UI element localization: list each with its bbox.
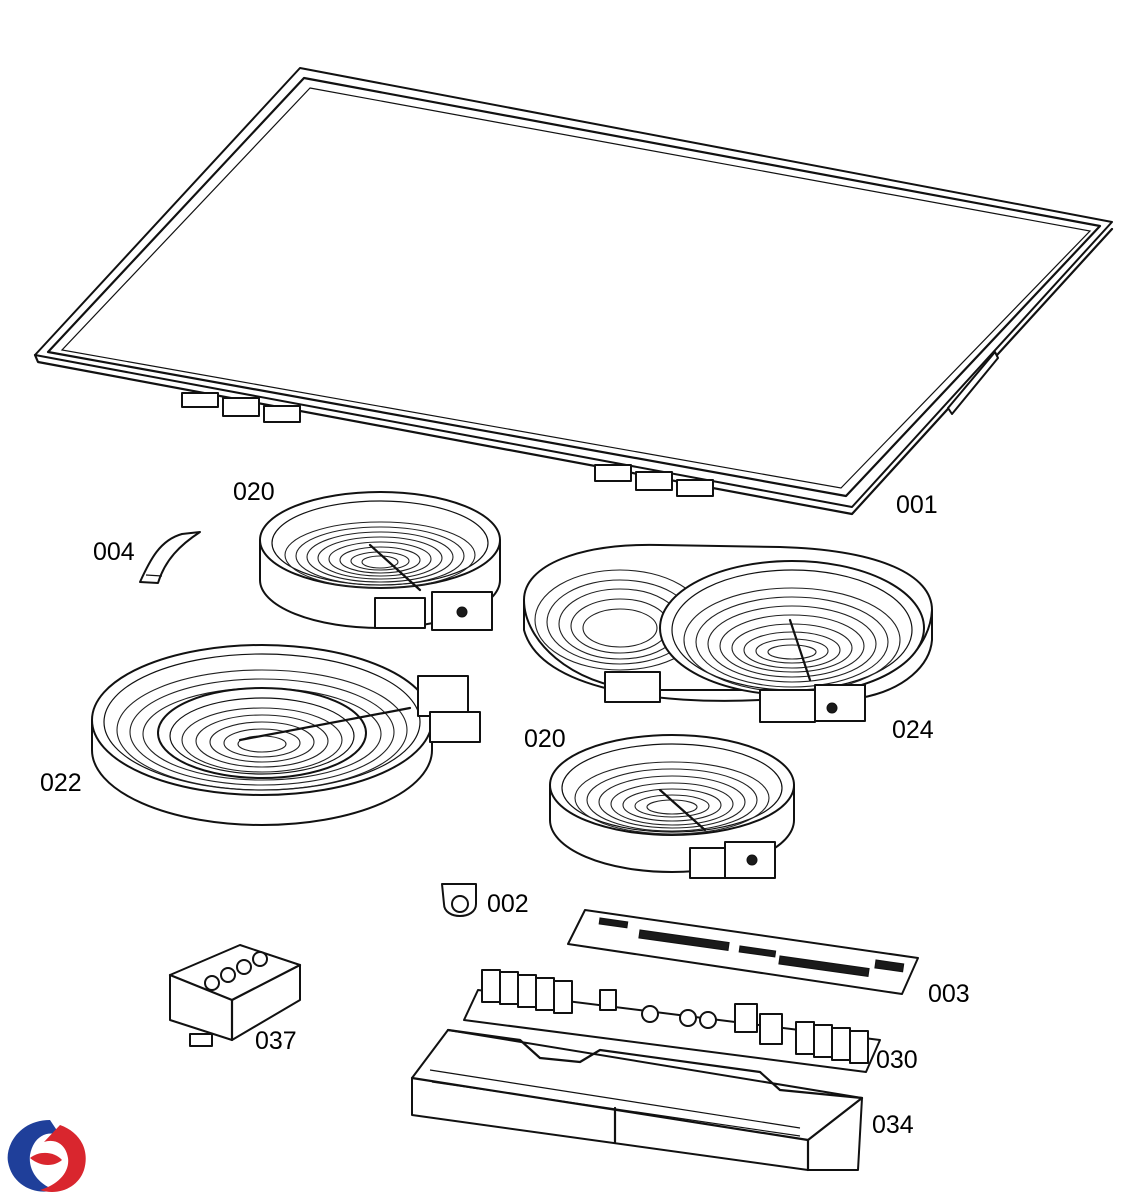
part-label-020-bottom: 020 <box>524 725 566 753</box>
part-label-003: 003 <box>928 980 970 1008</box>
retaining-clip <box>441 883 477 917</box>
display-control-board <box>567 909 919 995</box>
radiant-heater-bottom <box>549 734 795 879</box>
part-label-034: 034 <box>872 1111 914 1139</box>
brand-logo <box>7 1120 86 1192</box>
dual-zone-heater <box>523 543 933 723</box>
dual-circuit-heater-large <box>91 644 481 826</box>
part-label-037: 037 <box>255 1027 297 1055</box>
radiant-heater-top <box>259 491 501 631</box>
part-label-022: 022 <box>40 769 82 797</box>
sealing-strip-part <box>139 531 201 584</box>
housing-tray <box>410 1028 864 1172</box>
part-label-002: 002 <box>487 890 529 918</box>
part-label-024: 024 <box>892 716 934 744</box>
terminal-block <box>168 944 302 1047</box>
part-label-030: 030 <box>876 1046 918 1074</box>
part-label-020-top: 020 <box>233 478 275 506</box>
part-label-004: 004 <box>93 538 135 566</box>
part-label-001: 001 <box>896 491 938 519</box>
glass-cooktop-panel <box>33 67 1114 516</box>
power-board <box>463 969 881 1073</box>
